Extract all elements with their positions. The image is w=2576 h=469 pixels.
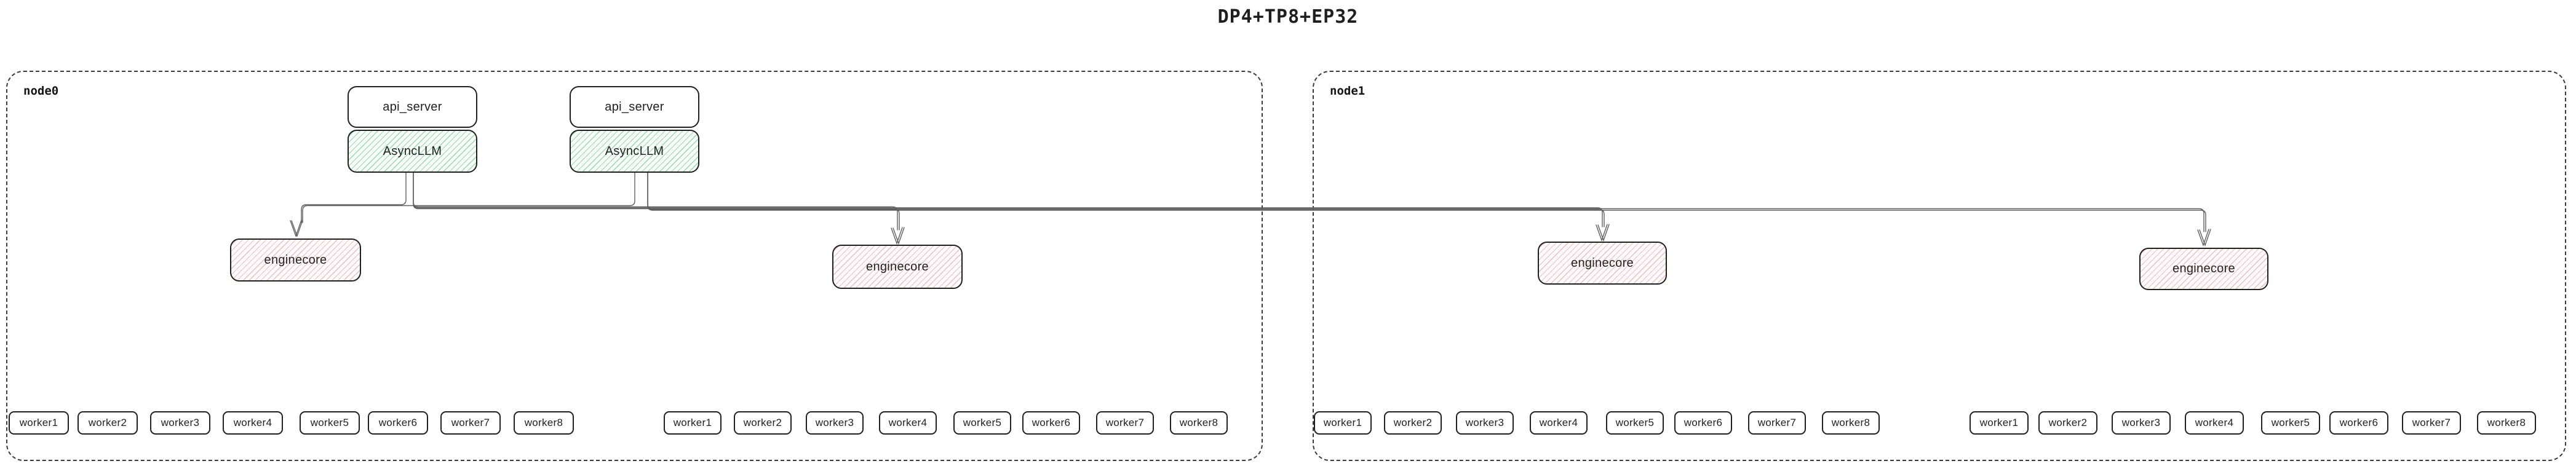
arrowhead-icon-6 bbox=[1597, 224, 1610, 242]
edge-line-4 bbox=[647, 172, 900, 231]
worker-box: worker1 bbox=[664, 411, 722, 435]
worker-box: worker3 bbox=[1456, 411, 1514, 435]
node1-container bbox=[1313, 71, 2566, 461]
enginecore-box-3: enginecore bbox=[1538, 242, 1667, 285]
edge-line-2 bbox=[302, 172, 635, 223]
worker-box: worker3 bbox=[2112, 411, 2171, 435]
worker-box: worker5 bbox=[2261, 411, 2320, 435]
worker-box: worker7 bbox=[2402, 411, 2461, 435]
arrowhead-icon-3 bbox=[891, 227, 903, 245]
worker-box: worker1 bbox=[9, 411, 69, 435]
enginecore-box-1: enginecore bbox=[230, 238, 361, 282]
node1-label: node1 bbox=[1330, 84, 1366, 98]
worker-box: worker5 bbox=[953, 411, 1011, 435]
worker-box: worker6 bbox=[2329, 411, 2388, 435]
worker-box: worker4 bbox=[223, 411, 283, 435]
worker-box: worker5 bbox=[300, 411, 360, 435]
worker-box: worker8 bbox=[2477, 411, 2536, 435]
worker-box: worker7 bbox=[440, 411, 501, 435]
worker-box: worker7 bbox=[1748, 411, 1806, 435]
asyncllm-box-2: AsyncLLM bbox=[570, 130, 699, 173]
enginecore-box-2: enginecore bbox=[832, 245, 963, 289]
edge-line-1 bbox=[301, 172, 407, 223]
edge-line-8 bbox=[647, 172, 2206, 232]
asyncllm-box-1: AsyncLLM bbox=[348, 130, 477, 173]
worker-box: worker8 bbox=[1822, 411, 1880, 435]
worker-box: worker1 bbox=[1970, 411, 2029, 435]
worker-box: worker2 bbox=[734, 411, 792, 435]
node0-container bbox=[6, 71, 1263, 461]
worker-box: worker2 bbox=[2038, 411, 2097, 435]
edge-line-3 bbox=[413, 172, 898, 231]
worker-box: worker1 bbox=[1314, 411, 1372, 435]
worker-box: worker3 bbox=[806, 411, 864, 435]
worker-box: worker8 bbox=[514, 411, 574, 435]
worker-box: worker7 bbox=[1096, 411, 1154, 435]
api-server-box-2: api_server bbox=[570, 86, 699, 128]
edge-line-5 bbox=[413, 172, 1603, 227]
arrowhead-icon-4 bbox=[892, 227, 905, 245]
worker-box: worker2 bbox=[1384, 411, 1442, 435]
worker-box: worker8 bbox=[1170, 411, 1228, 435]
enginecore-box-4: enginecore bbox=[2139, 248, 2268, 290]
edge-line-6 bbox=[647, 172, 1605, 227]
edge-line-7 bbox=[413, 172, 2204, 232]
worker-box: worker3 bbox=[150, 411, 210, 435]
arrowhead-icon-7 bbox=[2197, 229, 2209, 247]
worker-box: worker5 bbox=[1606, 411, 1664, 435]
worker-box: worker2 bbox=[78, 411, 138, 435]
arrowhead-icon-2 bbox=[291, 219, 303, 238]
api-server-box-1: api_server bbox=[348, 86, 477, 128]
worker-box: worker6 bbox=[1022, 411, 1080, 435]
worker-box: worker4 bbox=[2185, 411, 2244, 435]
arrowhead-icon-1 bbox=[290, 219, 302, 238]
arrowhead-icon-8 bbox=[2199, 229, 2211, 247]
node0-label: node0 bbox=[23, 84, 59, 98]
diagram-title: DP4+TP8+EP32 bbox=[1217, 6, 1359, 28]
worker-box: worker6 bbox=[368, 411, 428, 435]
worker-box: worker4 bbox=[1530, 411, 1588, 435]
worker-box: worker4 bbox=[879, 411, 937, 435]
worker-box: worker6 bbox=[1674, 411, 1732, 435]
arrowhead-icon-5 bbox=[1596, 224, 1608, 242]
